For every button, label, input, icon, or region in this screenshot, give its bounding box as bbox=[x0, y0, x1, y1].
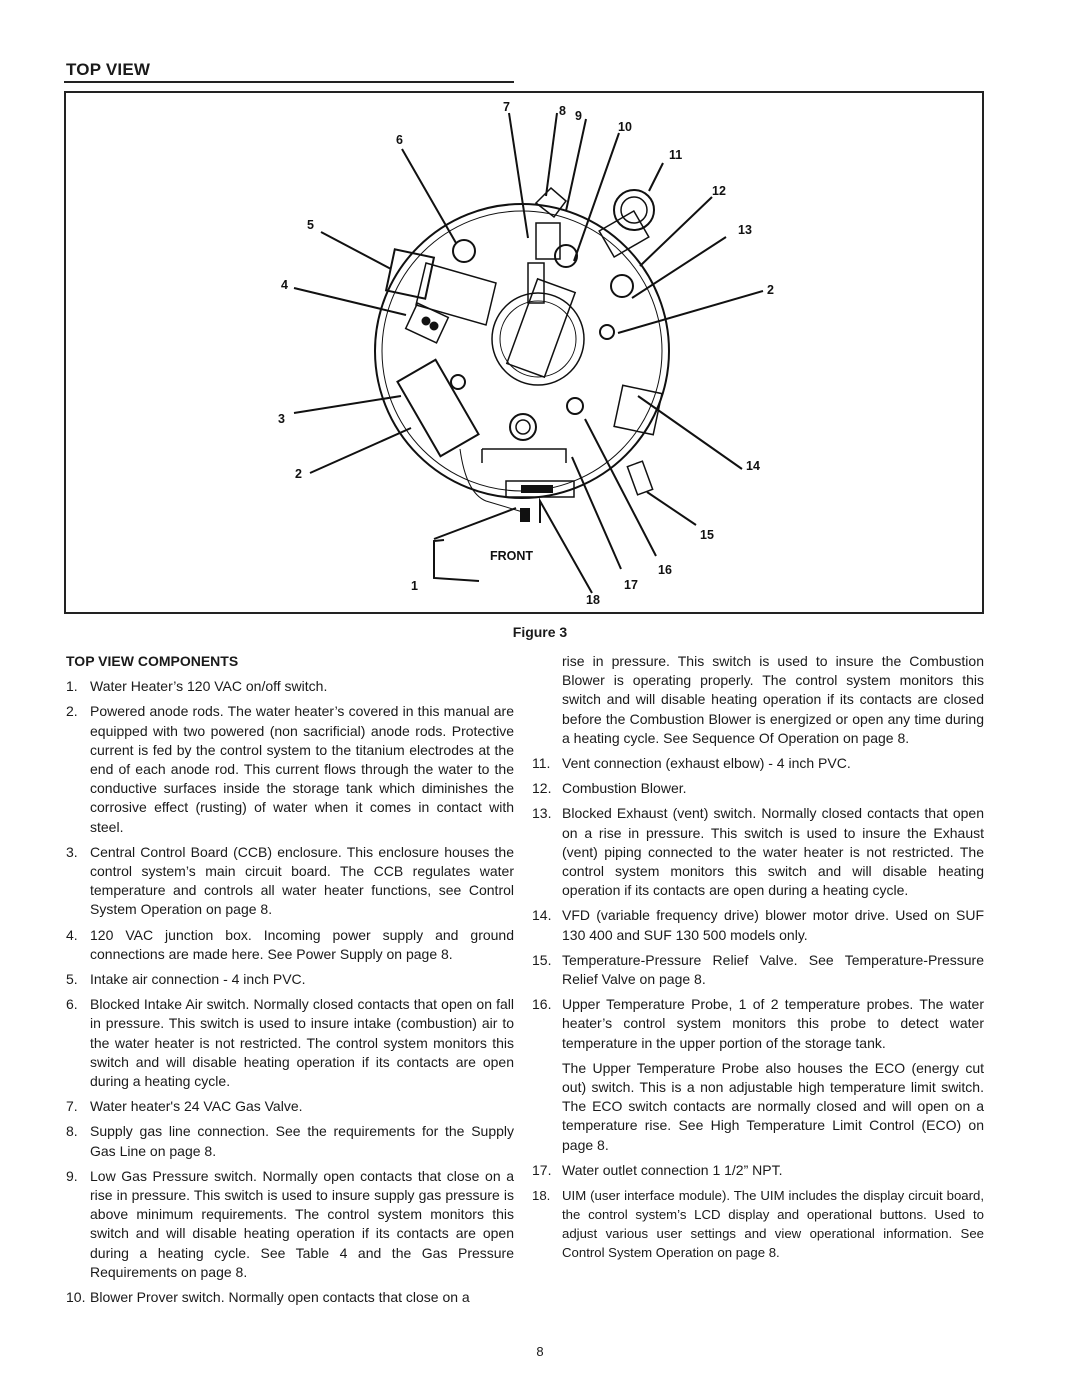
component-item: 18.UIM (user interface module). The UIM … bbox=[532, 1188, 984, 1261]
callout-6: 6 bbox=[396, 133, 403, 147]
component-item: 15.Temperature-Pressure Relief Valve. Se… bbox=[532, 951, 984, 988]
components-heading: TOP VIEW COMPONENTS bbox=[66, 653, 239, 669]
component-paragraph: The Upper Temperature Probe also houses … bbox=[562, 1059, 984, 1153]
component-item: 12.Combustion Blower. bbox=[532, 780, 687, 797]
title-rule bbox=[64, 81, 514, 83]
components-column-right: rise in pressure. This switch is used to… bbox=[532, 652, 984, 1268]
burner-plate bbox=[491, 292, 585, 386]
callout-10: 10 bbox=[618, 120, 632, 134]
callout-14: 14 bbox=[746, 459, 760, 473]
component-item: 4.120 VAC junction box. Incoming power s… bbox=[66, 926, 514, 962]
component-item: 10.Blower Prover switch. Normally open c… bbox=[66, 1289, 470, 1306]
callout-13: 13 bbox=[738, 223, 752, 237]
figure-caption: Figure 3 bbox=[512, 624, 568, 640]
callout-15: 15 bbox=[700, 528, 714, 542]
callout-12: 12 bbox=[712, 184, 726, 198]
combustion-blower bbox=[505, 277, 577, 379]
component-item: 1.Water Heater’s 120 VAC on/off switch. bbox=[66, 678, 328, 695]
callout-1: 1 bbox=[411, 579, 418, 593]
callout-2b: 2 bbox=[767, 283, 774, 297]
callout-5: 5 bbox=[307, 218, 314, 232]
component-item: 14.VFD (variable frequency drive) blower… bbox=[532, 907, 984, 943]
component-item: 16.Upper Temperature Probe, 1 of 2 tempe… bbox=[532, 996, 984, 1051]
page-number: 8 bbox=[536, 1344, 544, 1359]
anode-rod bbox=[450, 374, 466, 390]
component-item: 3.Central Control Board (CCB) enclosure.… bbox=[66, 843, 514, 918]
tp-relief-valve bbox=[626, 460, 654, 496]
components-column-left: TOP VIEW COMPONENTS 1.Water Heater’s 120… bbox=[66, 652, 514, 1313]
component-item: 9.Low Gas Pressure switch. Normally open… bbox=[66, 1167, 514, 1280]
component-item: 5.Intake air connection - 4 inch PVC. bbox=[66, 971, 306, 988]
callout-4: 4 bbox=[281, 278, 288, 292]
on-off-switch bbox=[520, 508, 530, 522]
callout-3: 3 bbox=[278, 412, 285, 426]
junction-box bbox=[404, 302, 450, 344]
anode-rod bbox=[599, 324, 615, 340]
water-outlet bbox=[509, 413, 537, 441]
intake-air-switch bbox=[452, 239, 476, 263]
component-item: 17.Water outlet connection 1 1/2” NPT. bbox=[532, 1161, 783, 1178]
callout-17: 17 bbox=[624, 578, 638, 592]
top-view-diagram: 1 2 2 3 4 5 6 7 8 9 10 11 12 13 14 15 16… bbox=[278, 100, 774, 607]
callout-7: 7 bbox=[503, 100, 510, 114]
front-label: FRONT bbox=[490, 549, 533, 563]
top-view-figure: 1 2 2 3 4 5 6 7 8 9 10 11 12 13 14 15 16… bbox=[64, 91, 984, 614]
component-item: 13.Blocked Exhaust (vent) switch. Normal… bbox=[532, 805, 984, 899]
component-item: 2.Powered anode rods. The water heater’s… bbox=[66, 703, 514, 835]
component-item: 7.Water heater's 24 VAC Gas Valve. bbox=[66, 1098, 303, 1115]
callout-11: 11 bbox=[669, 148, 682, 162]
page-title: TOP VIEW bbox=[66, 60, 151, 79]
intake-pipe bbox=[384, 248, 436, 300]
component-item: 8.Supply gas line connection. See the re… bbox=[66, 1123, 514, 1159]
callout-16: 16 bbox=[658, 563, 672, 577]
low-gas-switch bbox=[554, 244, 578, 268]
callout-18: 18 bbox=[586, 593, 600, 607]
component-item: 11.Vent connection (exhaust elbow) - 4 i… bbox=[532, 755, 851, 772]
gas-valve bbox=[535, 222, 561, 260]
callout-9: 9 bbox=[575, 109, 582, 123]
component-item-continued: rise in pressure. This switch is used to… bbox=[562, 653, 984, 746]
temp-probe bbox=[566, 397, 584, 415]
vfd-drive bbox=[613, 384, 663, 436]
tank-outline bbox=[374, 203, 670, 499]
callout-8: 8 bbox=[559, 104, 566, 118]
component-item: 6.Blocked Intake Air switch. Normally cl… bbox=[66, 996, 514, 1090]
exhaust-switch bbox=[610, 274, 634, 298]
ccb-enclosure bbox=[396, 358, 480, 458]
callout-2: 2 bbox=[295, 467, 302, 481]
uim-module bbox=[505, 480, 575, 498]
vent-elbow bbox=[613, 189, 655, 231]
